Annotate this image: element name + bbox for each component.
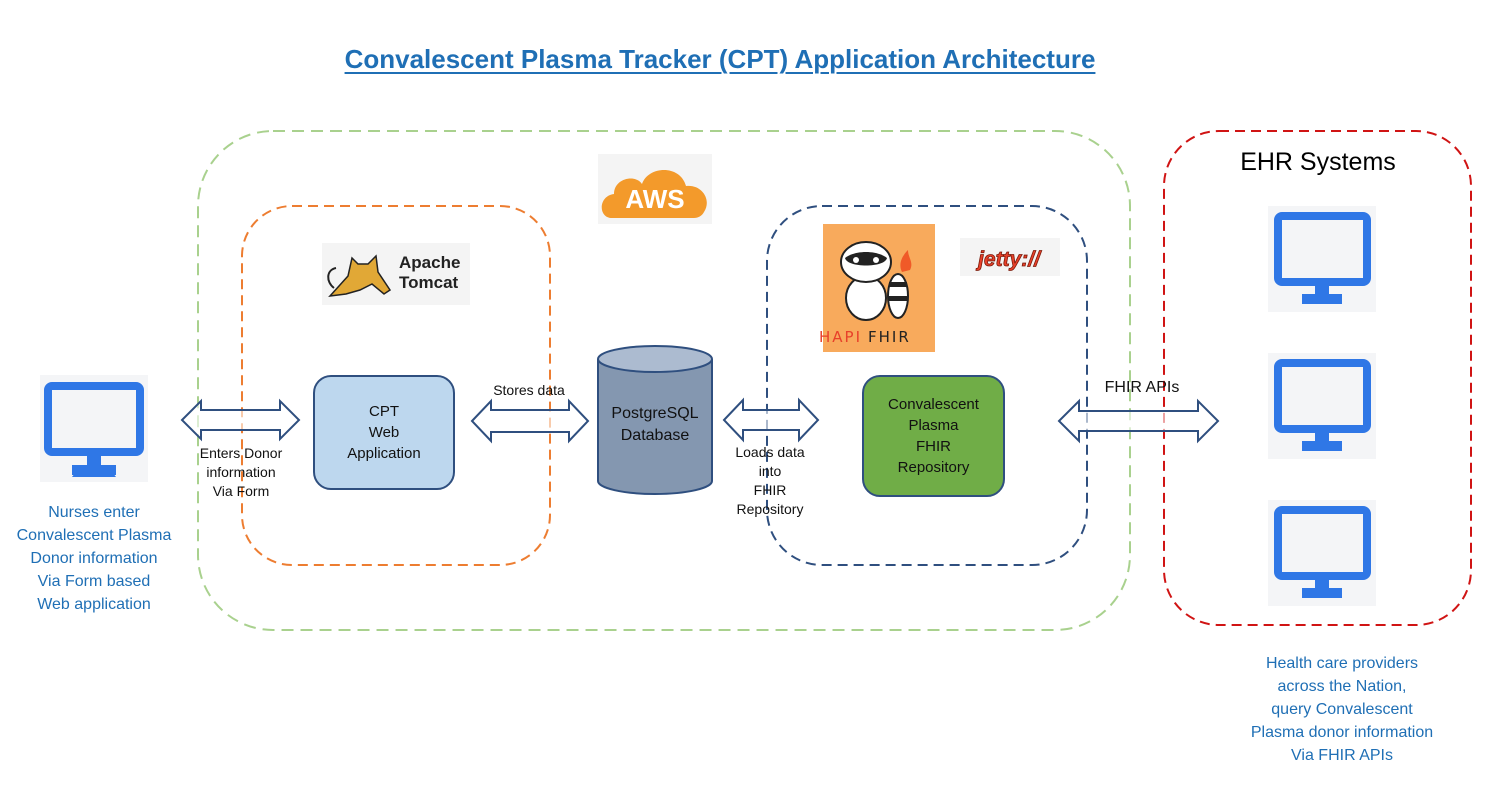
- ehr-boundary: [1163, 130, 1472, 626]
- cpt-web-application-node: CPT Web Application: [313, 375, 455, 490]
- aws-logo-text: AWS: [625, 184, 684, 214]
- aws-logo: AWS: [598, 154, 712, 224]
- label-loads-data: Loads data into FHIR Repository: [735, 444, 805, 517]
- fhir-repository-label: Convalescent Plasma FHIR Repository: [888, 396, 979, 476]
- ehr-monitor-icon-3: [1268, 500, 1376, 606]
- jetty-logo: jetty://: [960, 238, 1060, 276]
- aws-boundary: [197, 130, 1131, 631]
- label-enters-donor-info: Enters Donor information Via Form: [199, 445, 283, 499]
- tomcat-logo: Apache Tomcat: [322, 243, 470, 305]
- label-stores-data: Stores data: [493, 382, 565, 398]
- ehr-monitor-icon-1: [1268, 206, 1376, 312]
- jetty-boundary: [766, 205, 1088, 566]
- arrow-client-cpt: [180, 398, 301, 442]
- arrow-cpt-db: [470, 398, 590, 444]
- tomcat-logo-line1: Apache: [399, 253, 460, 272]
- client-caption: Nurses enter Convalescent Plasma Donor i…: [16, 504, 172, 613]
- label-fhir-apis: FHIR APIs: [1104, 379, 1180, 396]
- ehr-caption: Health care providers across the Nation,…: [1250, 655, 1434, 764]
- fhir-repository-node: Convalescent Plasma FHIR Repository: [862, 375, 1005, 497]
- database-label: PostgreSQL Database: [611, 405, 699, 444]
- hapi-logo-text-hapi: HAPI: [819, 328, 862, 346]
- tomcat-logo-line2: Tomcat: [399, 273, 459, 292]
- cpt-web-application-label: CPT Web Application: [347, 403, 421, 462]
- hapi-logo-text-fhir: FHIR: [868, 328, 911, 346]
- diagram-title: Convalescent Plasma Tracker (CPT) Applic…: [344, 44, 1096, 74]
- jetty-logo-text: jetty://: [975, 248, 1042, 271]
- tomcat-boundary: [241, 205, 551, 566]
- arrow-fhir-ehr: [1057, 398, 1220, 444]
- database-cylinder: [597, 345, 713, 495]
- ehr-systems-title: EHR Systems: [1240, 148, 1396, 176]
- ehr-monitor-icon-2: [1268, 353, 1376, 459]
- client-monitor-icon: [40, 375, 148, 482]
- arrow-db-fhir: [722, 397, 820, 443]
- database-label-box: PostgreSQL Database: [598, 395, 712, 455]
- hapi-fhir-logo: HAPI FHIR: [819, 224, 935, 352]
